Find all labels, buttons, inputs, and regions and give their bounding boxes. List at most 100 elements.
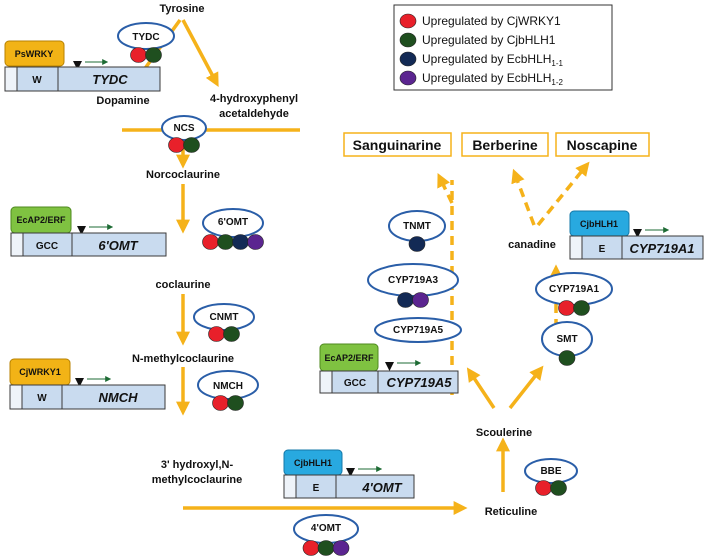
legend-swatch-purple [399, 70, 417, 86]
enzyme-label-cyp719a5: CYP719A5 [393, 325, 443, 336]
enzyme-label-4omt: 4'OMT [311, 523, 341, 534]
product-box-sanguinarine [343, 132, 452, 157]
regulation-dot-ncs-red [168, 137, 185, 153]
element-label-nmch: W [37, 393, 47, 404]
enzyme-label-cyp719a3: CYP719A3 [388, 275, 438, 286]
metabolite-hnmc-line2: methylcoclaurine [152, 474, 242, 486]
enzyme-ellipse-ncs [161, 115, 207, 141]
enzyme-ellipse-nmch [197, 370, 259, 400]
regulation-dot-cyp719a3-navy [397, 292, 414, 308]
legend-swatch-navy [399, 51, 417, 67]
dashed-to-berberine [511, 168, 536, 226]
legend-subscript-purple: 1-2 [551, 78, 563, 87]
tss-marker-4omt [346, 468, 355, 477]
gene-label-cyp719a5: CYP719A5 [386, 375, 452, 390]
gene-label-nmch: NMCH [99, 390, 139, 405]
arrow-scoulerine-left [466, 367, 496, 409]
regulation-dot-smt-green [558, 350, 576, 366]
legend-label-green: Upregulated by CjbHLH1 [422, 33, 556, 47]
metabolite-nmc: N-methylcoclaurine [132, 353, 234, 365]
promoter-tydc: PsWRKY W TYDC [4, 40, 161, 92]
enzyme-label-6omt: 6'OMT [218, 217, 248, 228]
element-label-4omt: E [313, 483, 320, 494]
regulation-dot-bbe-green [550, 480, 567, 496]
regulation-dot-omt6-red [202, 234, 219, 250]
gene-box-nmch [9, 384, 166, 410]
regulation-dot-tnmt-navy [408, 236, 426, 252]
regulation-dot-cyp719a1-red [558, 300, 575, 316]
enzyme-label-ncs: NCS [173, 123, 194, 134]
gene-box-lead-6omt [10, 232, 24, 257]
enzyme-ellipse-cnmt [193, 303, 255, 331]
enzyme-label-tnmt: TNMT [403, 221, 431, 232]
regulation-dot-omt6-navy [232, 234, 249, 250]
enzyme-labels: TYDC NCS 6'OMT CNMT NMCH 4'OMT BBE TNMT … [132, 32, 599, 534]
enzyme-label-tydc: TYDC [132, 32, 159, 43]
tss-marker-cyp719a1 [633, 229, 642, 238]
regulation-dot-omt4-purple [332, 540, 350, 556]
enzyme-ellipse-cyp719a5 [374, 317, 462, 343]
product-box-noscapine [555, 132, 650, 157]
element-label-cyp719a5: GCC [344, 378, 366, 389]
metabolite-coclaurine: coclaurine [155, 279, 210, 291]
element-label-tydc: W [32, 75, 42, 86]
regulation-dot-tydc-red [130, 47, 147, 63]
enzyme-ellipse-tydc [117, 22, 175, 50]
pathway-arrows [122, 18, 544, 515]
gene-label-4omt: 4'OMT [361, 480, 402, 495]
regulation-dots [130, 47, 590, 556]
product-sanguinarine: Sanguinarine [353, 137, 442, 153]
legend-label-purple: Upregulated by EcbHLH1-2 [422, 71, 564, 87]
regulation-dot-nmch-green [227, 395, 244, 411]
metabolite-canadine: canadine [508, 239, 556, 251]
tss-marker-cyp719a5 [385, 362, 394, 371]
regulation-dot-tydc-green [145, 47, 162, 63]
regulation-dot-omt4-green [317, 540, 335, 556]
metabolite-dopamine: Dopamine [96, 95, 149, 107]
dashed-sanguinarine-head [437, 172, 454, 204]
metabolite-hpaa-line2: acetaldehyde [219, 108, 289, 120]
metabolite-hnmc-line1: 3' hydroxyl,N- [161, 459, 234, 471]
tf-label-ecap2erf-2: EcAP2/ERF [324, 353, 374, 363]
gene-box-lead-nmch [9, 384, 23, 410]
enzyme-label-smt: SMT [556, 334, 577, 345]
gene-box-tydc [4, 66, 161, 92]
gene-label-6omt: 6'OMT [98, 238, 138, 253]
legend-label-navy: Upregulated by EcbHLH1-1 [422, 52, 564, 68]
enzyme-label-nmch: NMCH [213, 381, 243, 392]
enzyme-ellipse-cyp719a3 [367, 263, 459, 297]
gene-label-tydc: TYDC [92, 72, 128, 87]
promoter-nmch: CjWRKY1 W NMCH [9, 358, 166, 410]
enzyme-label-cnmt: CNMT [210, 312, 239, 323]
tf-label-cjbhlh1-2: CjbHLH1 [580, 219, 618, 229]
regulation-dot-omt6-green [217, 234, 234, 250]
metabolite-norcoclaurine: Norcoclaurine [146, 169, 220, 181]
gene-label-cyp719a1: CYP719A1 [629, 241, 694, 256]
enzyme-ellipse-bbe [524, 458, 578, 484]
tf-label-cjbhlh1-1: CjbHLH1 [294, 458, 332, 468]
product-box-berberine [461, 132, 549, 157]
enzyme-ellipse-6omt [202, 208, 264, 238]
regulation-dot-omt6-purple [247, 234, 264, 250]
tss-marker-nmch [75, 378, 84, 387]
tf-label-pswrky: PsWRKY [15, 49, 54, 59]
legend-subscript-navy: 1-1 [551, 59, 563, 68]
product-noscapine: Noscapine [567, 137, 638, 153]
promoter-cyp719a5: EcAP2/ERF GCC CYP719A5 [319, 343, 459, 394]
promoter-4omt: CjbHLH1 E 4'OMT [283, 449, 415, 499]
metabolite-reticuline: Reticuline [485, 506, 538, 518]
regulation-dot-cyp719a1-green [573, 300, 590, 316]
regulation-dot-ncs-green [183, 137, 200, 153]
legend-swatch-red [399, 13, 417, 29]
legend-box [393, 4, 613, 91]
promoter-6omt: EcAP2/ERF GCC 6'OMT [10, 206, 167, 257]
dashed-to-noscapine [536, 161, 590, 227]
gene-box-lead-4omt [283, 474, 297, 499]
product-berberine: Berberine [472, 137, 538, 153]
regulation-dot-cnmt-green [223, 326, 240, 342]
tf-box-pswrky [4, 40, 65, 67]
tf-label-cjwrky1: CjWRKY1 [19, 367, 61, 377]
